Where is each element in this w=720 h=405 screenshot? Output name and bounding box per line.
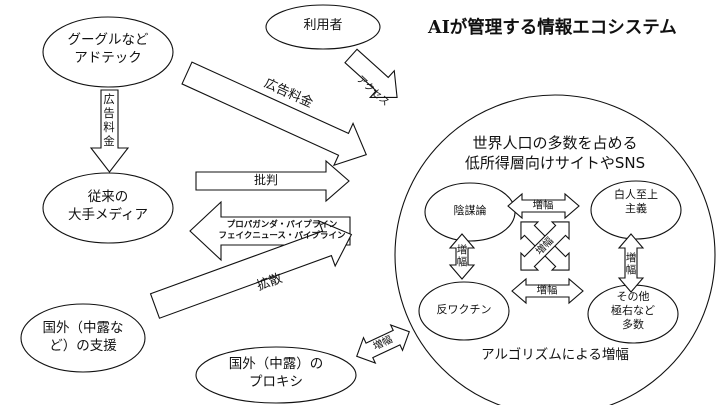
adtech-label: グーグルなど アドテック — [67, 32, 149, 66]
ad-fee-vertical-arrow — [89, 89, 130, 173]
media-node — [42, 172, 174, 244]
amplify-right-label: 増幅 — [625, 252, 637, 276]
foreign-proxy-label: 国外（中露）の プロキシ — [228, 356, 324, 390]
circle-heading: 世界人口の多数を占める 低所得層向けサイトやSNS — [464, 134, 646, 173]
far-right-label: その他 極右など 多数 — [611, 290, 655, 331]
criticism-label: 批判 — [253, 173, 278, 187]
amplify-right-arrow — [617, 233, 645, 293]
media-label: 従来の 大手メディア — [67, 189, 149, 223]
anti-vax-node — [418, 281, 510, 341]
amplify-left-label: 増幅 — [456, 244, 468, 268]
access-arrow — [344, 48, 398, 99]
amplify-left-arrow — [448, 233, 476, 280]
user-label: 利用者 — [303, 18, 343, 33]
circle-footer: アルゴリズムによる増幅 — [481, 347, 629, 363]
foreign-proxy-node — [195, 346, 357, 404]
white-supremacy-label: 白人至上 主義 — [614, 188, 658, 216]
amplify-proxy-arrow — [356, 324, 410, 364]
page-title: AIが管理する情報エコシステム — [428, 18, 677, 38]
spread-arrow — [149, 219, 353, 319]
foreign-support-label: 国外（中露な ど）の支援 — [42, 320, 124, 354]
amplify-center-cross — [520, 221, 570, 271]
amplify-bottom-arrow — [511, 277, 584, 305]
adtech-node — [42, 16, 174, 88]
foreign-support-node — [20, 303, 146, 373]
anti-vax-label: 反ワクチン — [436, 303, 492, 316]
user-node — [265, 4, 381, 50]
ad-fee-vertical-label: 広告料金 — [103, 92, 115, 148]
propaganda-label: プロパガンダ・パイプライン フェイクニュース・パイプライン — [218, 220, 346, 241]
amplify-bottom-label: 増幅 — [536, 284, 558, 296]
amplify-top-label: 増幅 — [532, 199, 554, 211]
criticism-arrow — [195, 159, 350, 203]
ad-fee-arrow — [181, 61, 368, 167]
conspiracy-label: 陰謀論 — [453, 204, 487, 217]
amplify-top-arrow — [507, 192, 580, 220]
